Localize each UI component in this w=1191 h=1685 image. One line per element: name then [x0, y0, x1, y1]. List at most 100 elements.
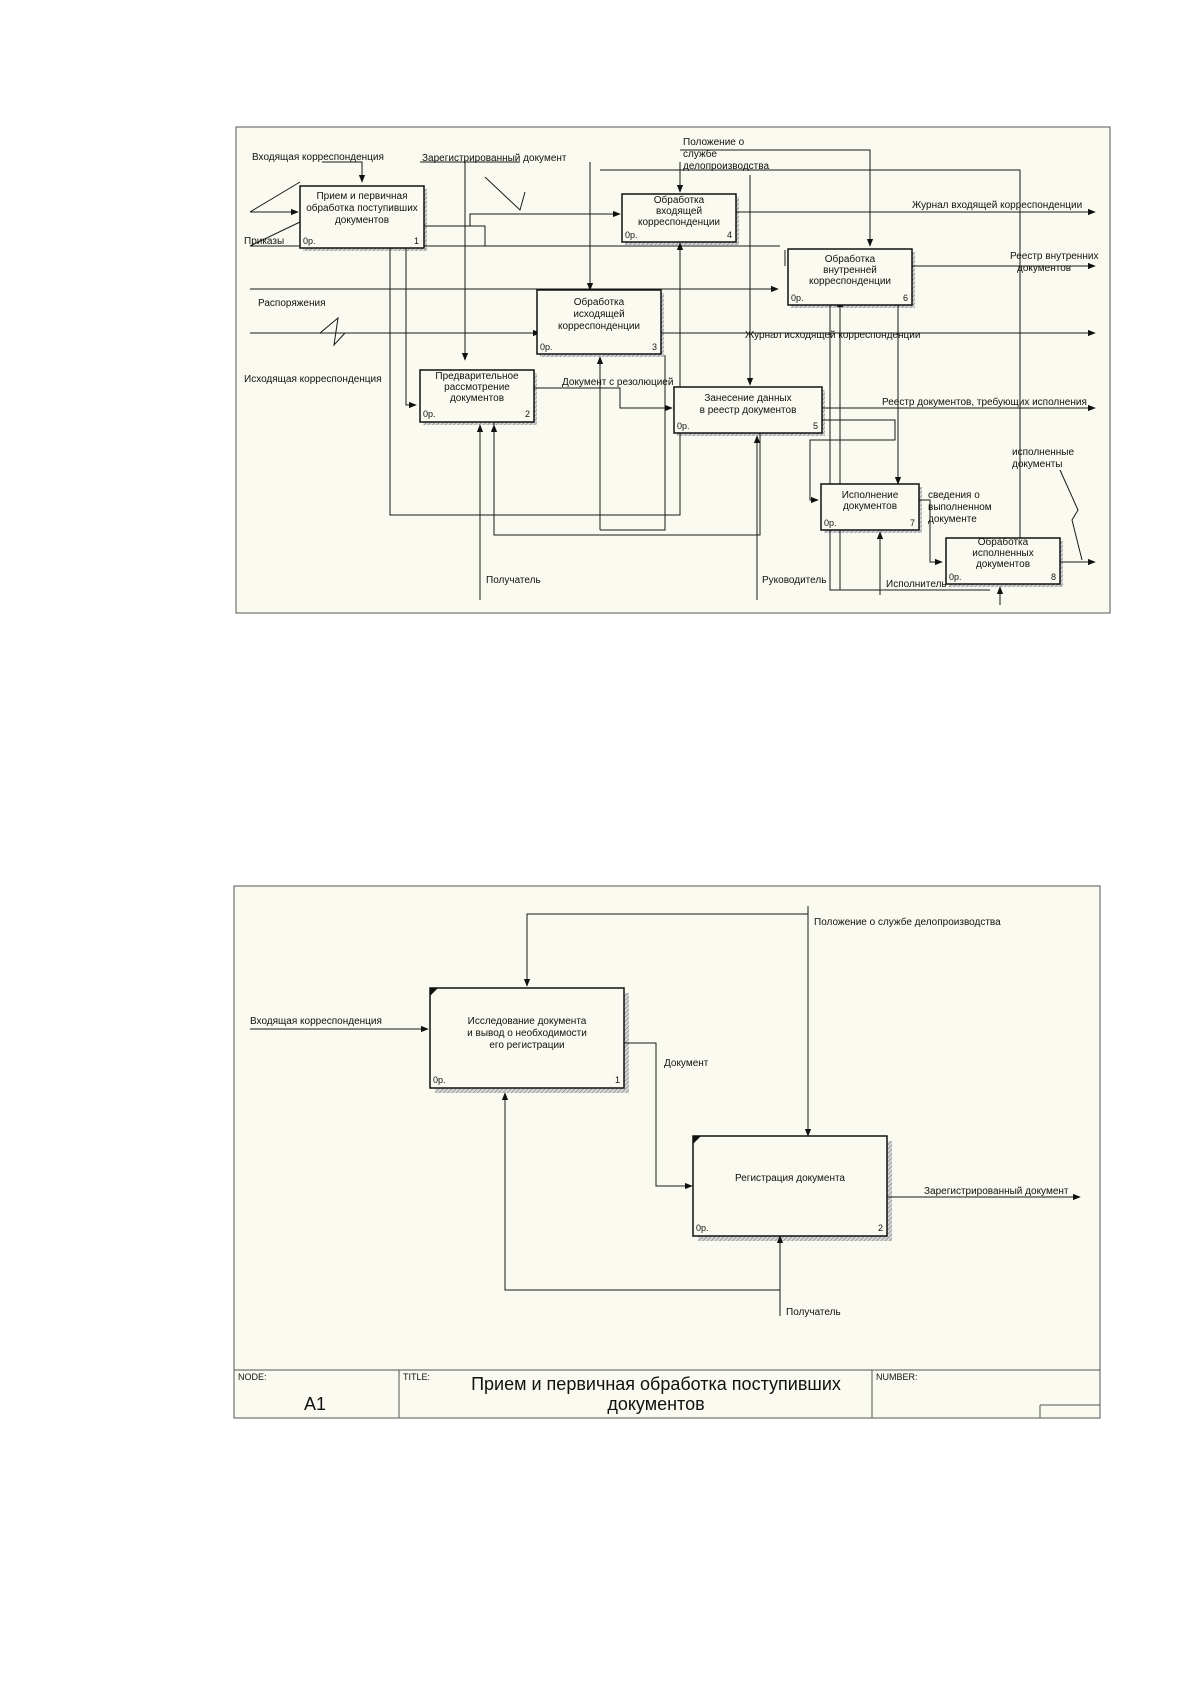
box-a1-2-cost: 0р.	[696, 1223, 709, 1233]
label-journal-out: Журнал исходящей корреспонденции	[745, 330, 920, 341]
box-a0-3-line-3: корреспонденции	[558, 321, 640, 332]
title-line-2: документов	[607, 1394, 704, 1414]
box-a0-1-line-3: документов	[335, 215, 389, 226]
label-a1-regulation: Положение о службе делопроизводства	[814, 916, 1001, 928]
arrow-labels-a1: Положение о службе делопроизводства Вход…	[250, 916, 1069, 1318]
box-a0-5-line-1: Занесение данных	[704, 393, 791, 404]
label-registry-internal-1: Реестр внутренних	[1010, 251, 1098, 262]
label-info-1: сведения о	[928, 490, 980, 501]
label-journal-in: Журнал входящей корреспонденции	[912, 200, 1082, 211]
box-a0-5-number: 5	[813, 421, 818, 431]
label-a1-incoming: Входящая корреспонденция	[250, 1016, 382, 1027]
title-block: NODE: A1 TITLE: Прием и первичная обрабо…	[233, 1369, 1101, 1419]
box-a0-4-number: 4	[727, 230, 732, 240]
label-registry-internal-2: документов	[1017, 263, 1071, 274]
box-a0-6-cost: 0р.	[791, 293, 804, 303]
label-a1-recipient: Получатель	[786, 1307, 841, 1318]
box-a0-1-line-1: Прием и первичная	[316, 191, 407, 202]
label-executed-2: документы	[1012, 459, 1063, 470]
label-a1-registered: Зарегистрированный документ	[924, 1186, 1069, 1197]
box-a0-5-line-2: в реестр документов	[700, 405, 797, 416]
arrows-a1	[250, 906, 1081, 1316]
label-incoming: Входящая корреспонденция	[252, 152, 384, 163]
box-a0-1-line-2: обработка поступивших	[306, 202, 418, 214]
box-a0-3-line-1: Обработка	[574, 296, 625, 308]
label-info-2: выполненном	[928, 502, 992, 513]
number-label: NUMBER:	[876, 1372, 918, 1382]
box-a0-7-line-1: Исполнение	[842, 490, 899, 501]
label-directives: Распоряжения	[258, 298, 326, 309]
box-a1-1-cost: 0р.	[433, 1075, 446, 1085]
box-a0-2-number: 2	[525, 409, 530, 419]
box-a0-1-number: 1	[414, 236, 419, 246]
label-a1-document: Документ	[664, 1058, 709, 1069]
node-label: NODE:	[238, 1372, 267, 1382]
box-a0-8-number: 8	[1051, 572, 1056, 582]
label-regulation-1: Положение о	[683, 137, 745, 148]
box-a0-6-line-2: внутренней	[823, 265, 877, 276]
label-executed-1: исполненные	[1012, 447, 1074, 458]
arrow-labels-a0: Входящая корреспонденция Зарегистрирован…	[244, 137, 1098, 590]
box-a0-3-line-2: исходящей	[573, 309, 624, 320]
box-a1-2: Регистрация документа 0р. 2	[692, 1135, 888, 1237]
label-registered: Зарегистрированный документ	[422, 153, 567, 164]
diagram-a1-frame	[233, 885, 1101, 1371]
box-a0-8-line-3: документов	[976, 559, 1030, 570]
box-a1-1-line-2: и вывод о необходимости	[467, 1027, 587, 1039]
box-a0-5-cost: 0р.	[677, 421, 690, 431]
box-a0-2-cost: 0р.	[423, 409, 436, 419]
box-a0-3-cost: 0р.	[540, 342, 553, 352]
box-a0-7-line-2: документов	[843, 501, 897, 512]
box-a0-6-number: 6	[903, 293, 908, 303]
box-a0-7-cost: 0р.	[824, 518, 837, 528]
box-a0-6-line-1: Обработка	[825, 253, 876, 265]
box-a0-4-line-1: Обработка	[654, 194, 705, 206]
label-recipient: Получатель	[486, 575, 541, 586]
box-a0-4-cost: 0р.	[625, 230, 638, 240]
label-manager: Руководитель	[762, 575, 826, 586]
box-a0-1-cost: 0р.	[303, 236, 316, 246]
box-a1-1-line-1: Исследование документа	[468, 1016, 587, 1027]
box-a0-3-number: 3	[652, 342, 657, 352]
box-a0-8-line-2: исполненных	[972, 548, 1034, 559]
box-a1-1-line-3: его регистрации	[489, 1040, 564, 1051]
box-a0-6-line-3: корреспонденции	[809, 276, 891, 287]
box-a0-2-line-3: документов	[450, 393, 504, 404]
svg-text:Регистрация документа: Регистрация документа	[735, 1173, 845, 1184]
label-info-3: документе	[928, 514, 977, 525]
label-regulation-2: службе	[683, 148, 717, 160]
box-a1-2-number: 2	[878, 1223, 883, 1233]
box-a0-8-line-1: Обработка	[978, 536, 1029, 548]
title-line-1: Прием и первичная обработка поступивших	[471, 1374, 841, 1394]
node-value: A1	[304, 1394, 326, 1414]
label-resolution: Документ с резолюцией	[562, 377, 673, 388]
box-a0-8-cost: 0р.	[949, 572, 962, 582]
box-a1-1-number: 1	[615, 1075, 620, 1085]
box-a0-4-line-3: корреспонденции	[638, 217, 720, 228]
box-a1-2-line-1: Регистрация документа	[735, 1173, 845, 1184]
title-label: TITLE:	[403, 1372, 430, 1382]
box-a0-4-line-2: входящей	[656, 206, 702, 217]
label-regulation-3: делопроизводства	[683, 161, 769, 172]
